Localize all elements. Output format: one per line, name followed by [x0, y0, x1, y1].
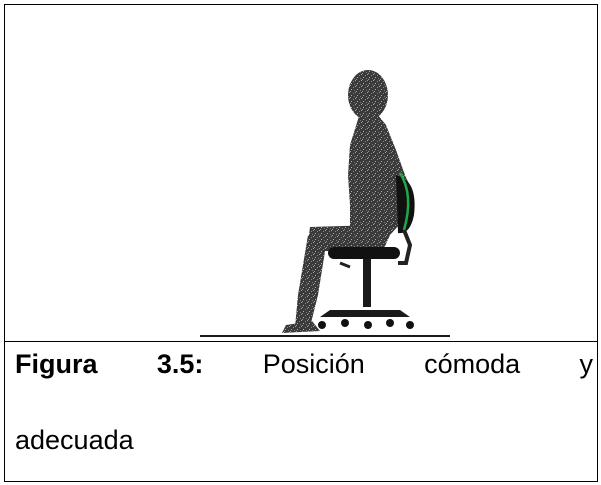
person-sitting-in-office-chair-icon [200, 70, 450, 337]
caption-word-2: cómoda [424, 349, 521, 379]
caption-word-3: y [579, 349, 593, 379]
caption-line-2: adecuada [15, 425, 134, 455]
figure-label: Figura [15, 349, 98, 379]
figure-image-cell [5, 5, 597, 342]
figure-caption: Figura 3.5: Posición cómoda y adecuada [5, 342, 597, 481]
caption-word-1: Posición [262, 349, 365, 379]
caption-line-1: Figura 3.5: Posición cómoda y [15, 349, 593, 380]
figure-table: Figura 3.5: Posición cómoda y adecuada [4, 4, 598, 482]
figure-number: 3.5: [156, 349, 204, 379]
